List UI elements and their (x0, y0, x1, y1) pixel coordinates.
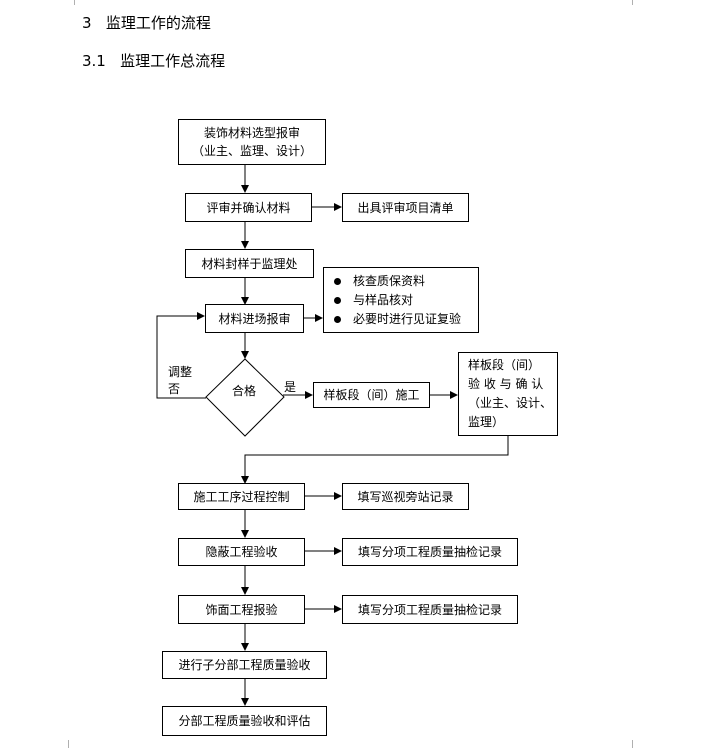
process-control-label: 施工工序过程控制 (193, 489, 290, 504)
review-confirm-label: 评审并确认材料 (206, 200, 291, 215)
subitem-record-box-1: 填写分项工程质量抽检记录 (342, 538, 518, 566)
finish-inspection-box: 饰面工程报验 (178, 595, 305, 624)
corner-mark-br (632, 740, 641, 748)
yes-label: 是 (284, 380, 297, 394)
issue-list-box: 出具评审项目清单 (342, 193, 469, 222)
division-acceptance-box: 分部工程质量验收和评估 (162, 706, 327, 736)
bullet-icon (334, 315, 341, 323)
finish-inspection-label: 饰面工程报验 (205, 602, 278, 617)
check-item-label: 与样品核对 (353, 293, 414, 307)
check-item-label: 必要时进行见证复验 (353, 312, 462, 326)
corner-mark-tl (66, 0, 75, 5)
issue-list-label: 出具评审项目清单 (357, 200, 454, 215)
material-selection-line2: （业主、监理、设计） (191, 144, 312, 158)
material-selection-line1: 装饰材料选型报审 (203, 126, 300, 140)
corner-mark-bl (60, 740, 69, 748)
subitem-record-box-2: 填写分项工程质量抽检记录 (342, 595, 518, 624)
hidden-acceptance-box: 隐蔽工程验收 (178, 538, 305, 566)
subitem-record-label-1: 填写分项工程质量抽检记录 (357, 545, 502, 559)
checks-box: 核查质保资料 与样品核对 必要时进行见证复验 (323, 267, 479, 333)
section-heading: 3 监理工作的流程 (82, 14, 211, 32)
decision-diamond (205, 358, 285, 437)
check-item-label: 核查质保资料 (353, 274, 426, 288)
sample-acceptance-line: 样板段（间） (468, 358, 541, 372)
process-control-box: 施工工序过程控制 (178, 483, 305, 510)
patrol-record-box: 填写巡视旁站记录 (342, 483, 469, 510)
decision-label: 合格 (232, 384, 257, 398)
subitem-record-label-2: 填写分项工程质量抽检记录 (357, 602, 502, 617)
subsection-heading: 3.1 监理工作总流程 (82, 52, 226, 70)
check-item: 核查质保资料 (334, 272, 425, 291)
return-accept (241, 436, 509, 484)
seal-sample-label: 材料封样于监理处 (201, 256, 298, 271)
sub-division-acceptance-label: 进行子分部工程质量验收 (178, 658, 311, 672)
sample-acceptance-line: 监理） (468, 415, 505, 429)
bullet-icon (334, 277, 341, 285)
sub-division-acceptance-box: 进行子分部工程质量验收 (162, 651, 327, 679)
material-entry-label: 材料进场报审 (218, 311, 291, 326)
loop-adjust (156, 312, 206, 399)
seal-sample-box: 材料封样于监理处 (185, 249, 314, 278)
adjust-label: 调整 (168, 365, 193, 379)
check-item: 与样品核对 (334, 291, 413, 310)
hidden-acceptance-label: 隐蔽工程验收 (205, 545, 278, 559)
bullet-icon (334, 296, 341, 304)
material-entry-box: 材料进场报审 (205, 304, 304, 333)
review-confirm-box: 评审并确认材料 (185, 193, 312, 222)
no-label: 否 (168, 382, 181, 396)
sample-acceptance-line: 验 收 与 确 认 (468, 377, 544, 391)
material-selection-box: 装饰材料选型报审 （业主、监理、设计） (178, 119, 326, 165)
corner-mark-tr (632, 0, 641, 5)
sample-acceptance-box: 样板段（间） 验 收 与 确 认 （业主、设计、 监理） (458, 352, 558, 436)
patrol-record-label: 填写巡视旁站记录 (357, 489, 454, 504)
sample-construction-label: 样板段（间）施工 (323, 388, 420, 402)
sample-acceptance-line: （业主、设计、 (468, 396, 553, 410)
check-item: 必要时进行见证复验 (334, 310, 461, 329)
sample-construction-box: 样板段（间）施工 (313, 382, 430, 408)
division-acceptance-label: 分部工程质量验收和评估 (178, 714, 311, 728)
